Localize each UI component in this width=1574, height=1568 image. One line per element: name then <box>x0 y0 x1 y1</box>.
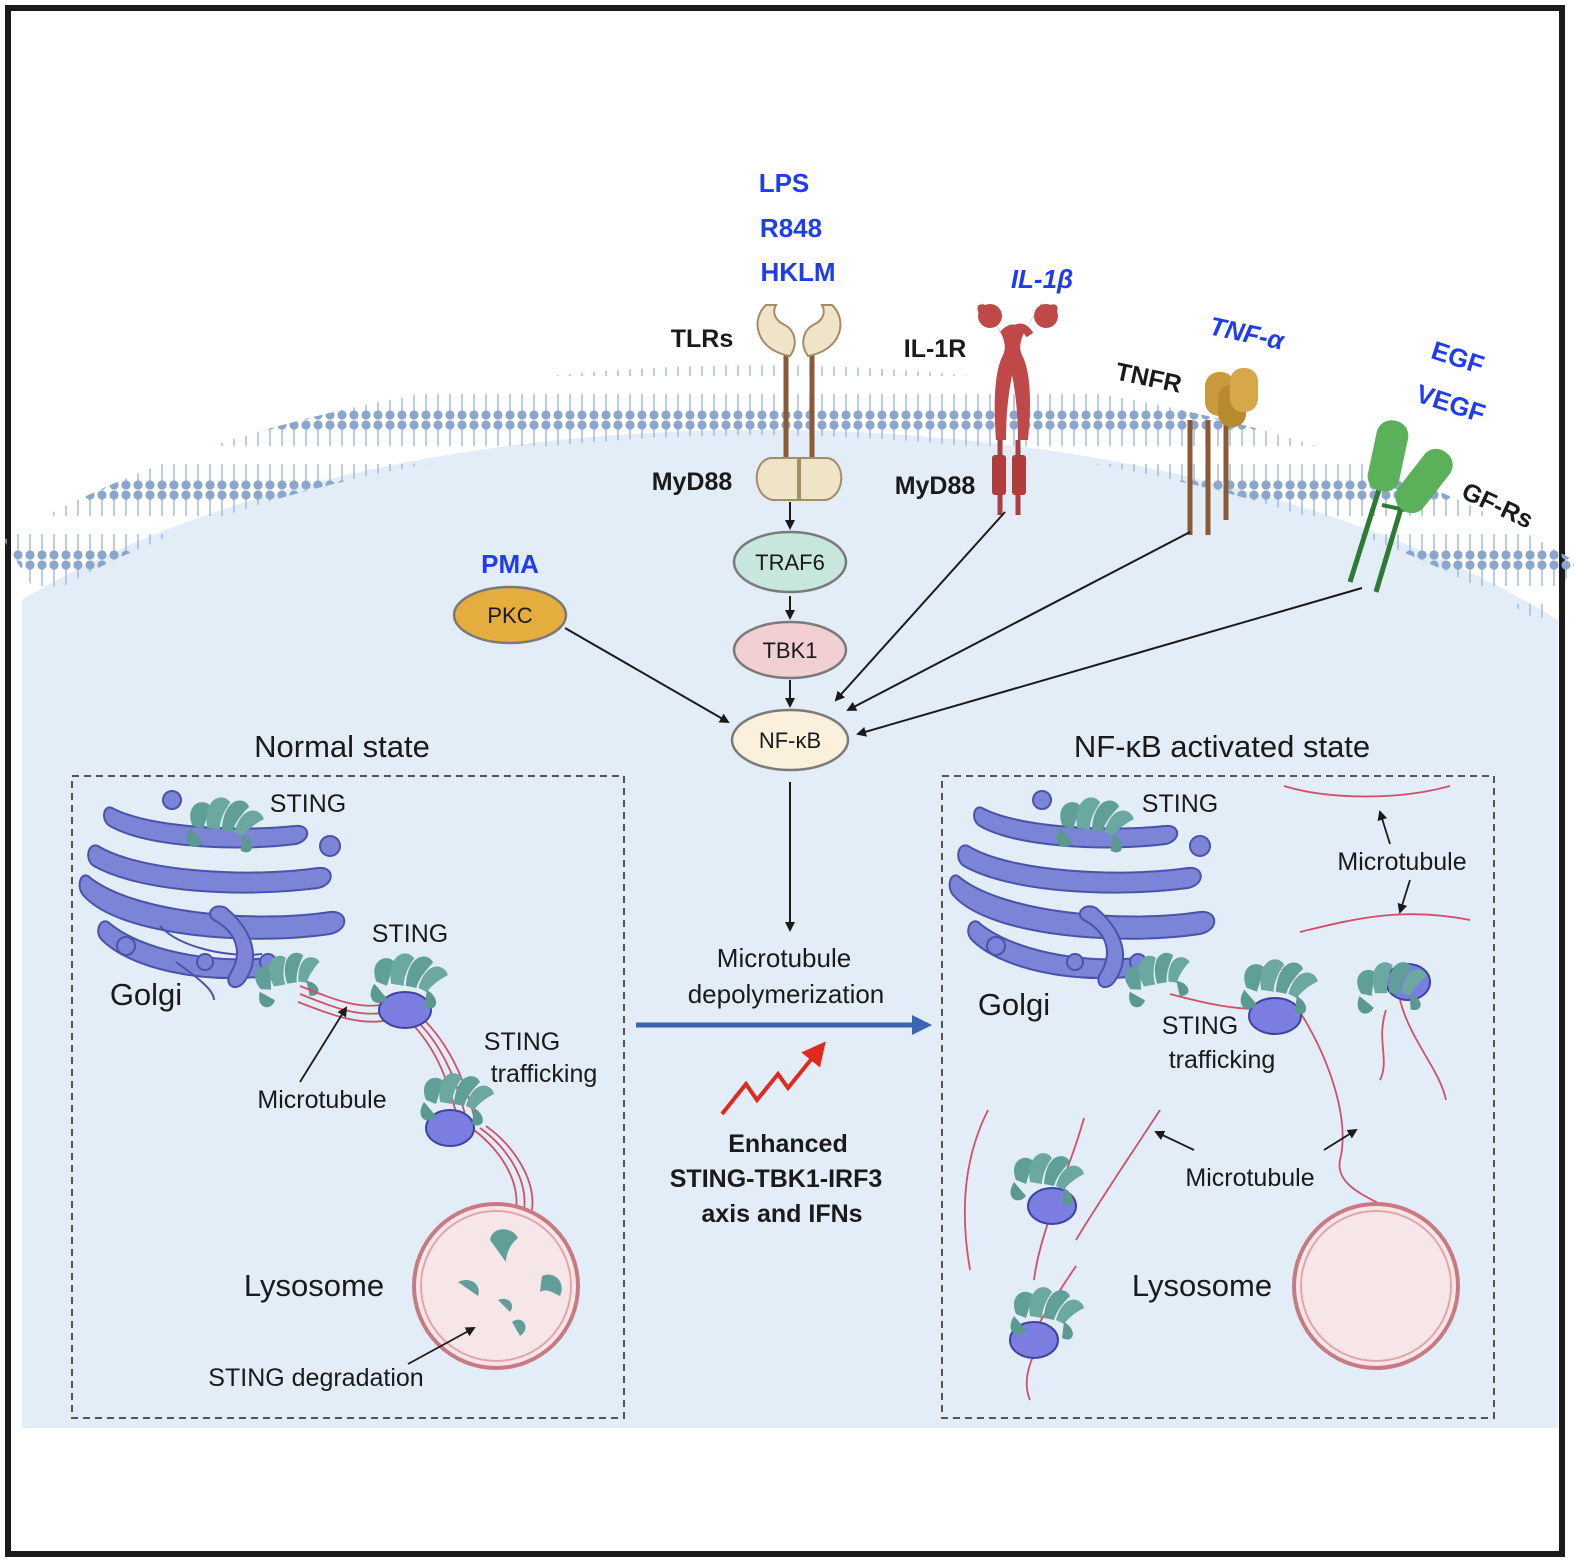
traf6-node: TRAF6 <box>732 530 848 594</box>
microtubule-label-normal: Microtubule <box>257 1086 386 1114</box>
golgi-normal <box>78 790 346 1001</box>
vesicle-activated-2 <box>1351 955 1433 1020</box>
lysosome-activated <box>1292 1202 1460 1370</box>
golgi-label-activated: Golgi <box>978 987 1050 1022</box>
activated-state-panel <box>941 775 1495 1419</box>
vesicle-activated-4 <box>1009 1287 1084 1359</box>
cell-membrane <box>3 365 1574 622</box>
trafficking-label-normal-2: trafficking <box>491 1060 598 1088</box>
normal-state-panel <box>71 775 625 1419</box>
activated-panel-arrows <box>1154 810 1411 1151</box>
degradation-label-normal: STING degradation <box>208 1364 423 1392</box>
myd88-tlr-label: MyD88 <box>652 468 733 496</box>
myd88-il1r-label: MyD88 <box>895 472 976 500</box>
tlr-receptor <box>755 304 843 501</box>
microtubule-label-activated-top: Microtubule <box>1337 848 1466 876</box>
gfr-receptor <box>1347 420 1453 593</box>
il1b-label: IL-1β <box>1011 264 1073 294</box>
sting-label-activated-top: STING <box>1142 790 1218 818</box>
microtubule-label-activated-bottom: Microtubule <box>1185 1164 1314 1192</box>
tlrs-label: TLRs <box>671 325 734 353</box>
lysosome-normal <box>412 1202 580 1370</box>
il1r-label: IL-1R <box>904 335 967 363</box>
nfkb-label: NF-κB <box>759 728 821 753</box>
vesicle-normal-2 <box>420 1073 494 1147</box>
tbk1-node: TBK1 <box>732 620 848 680</box>
pma-label: PMA <box>481 549 539 579</box>
tbk1-label: TBK1 <box>762 638 817 663</box>
il1r-receptor <box>977 302 1058 515</box>
trafficking-label-normal-1: STING <box>484 1028 560 1056</box>
sting-label-normal-mid: STING <box>372 920 448 948</box>
normal-panel-arrows <box>299 1006 476 1365</box>
pkc-label: PKC <box>487 603 532 628</box>
sting-label-normal-top: STING <box>270 790 346 818</box>
enhanced-line2: STING-TBK1-IRF3 <box>670 1165 883 1193</box>
enhanced-line3: axis and IFNs <box>701 1200 862 1228</box>
microtubule-fragments-activated <box>963 785 1471 1401</box>
golgi-activated <box>948 790 1216 989</box>
lysosome-label-normal: Lysosome <box>244 1268 384 1303</box>
pkc-node: PKC <box>452 585 568 645</box>
hklm-label: HKLM <box>760 257 835 287</box>
enhancement-spark-arrow <box>720 1041 826 1116</box>
signaling-arrows <box>564 502 1363 932</box>
vesicle-normal-1 <box>370 953 448 1029</box>
r848-label: R848 <box>760 213 822 243</box>
tnfr-receptor <box>1187 368 1258 535</box>
trafficking-label-activated-1: STING <box>1162 1012 1238 1040</box>
trafficking-label-activated-2: trafficking <box>1169 1046 1276 1074</box>
activated-state-title: NF-κB activated state <box>1074 729 1370 764</box>
vesicle-activated-3 <box>1010 1153 1084 1225</box>
golgi-label-normal: Golgi <box>110 977 182 1012</box>
enhanced-line1: Enhanced <box>728 1130 847 1158</box>
depolymerization-line1: Microtubule <box>717 943 851 973</box>
normal-state-title: Normal state <box>254 729 430 764</box>
nfkb-node: NF-κB <box>730 708 850 772</box>
depolymerization-line2: depolymerization <box>688 979 885 1009</box>
lps-label: LPS <box>759 168 810 198</box>
vesicle-activated-1 <box>1240 959 1318 1035</box>
lysosome-label-activated: Lysosome <box>1132 1268 1272 1303</box>
traf6-label: TRAF6 <box>755 550 825 575</box>
